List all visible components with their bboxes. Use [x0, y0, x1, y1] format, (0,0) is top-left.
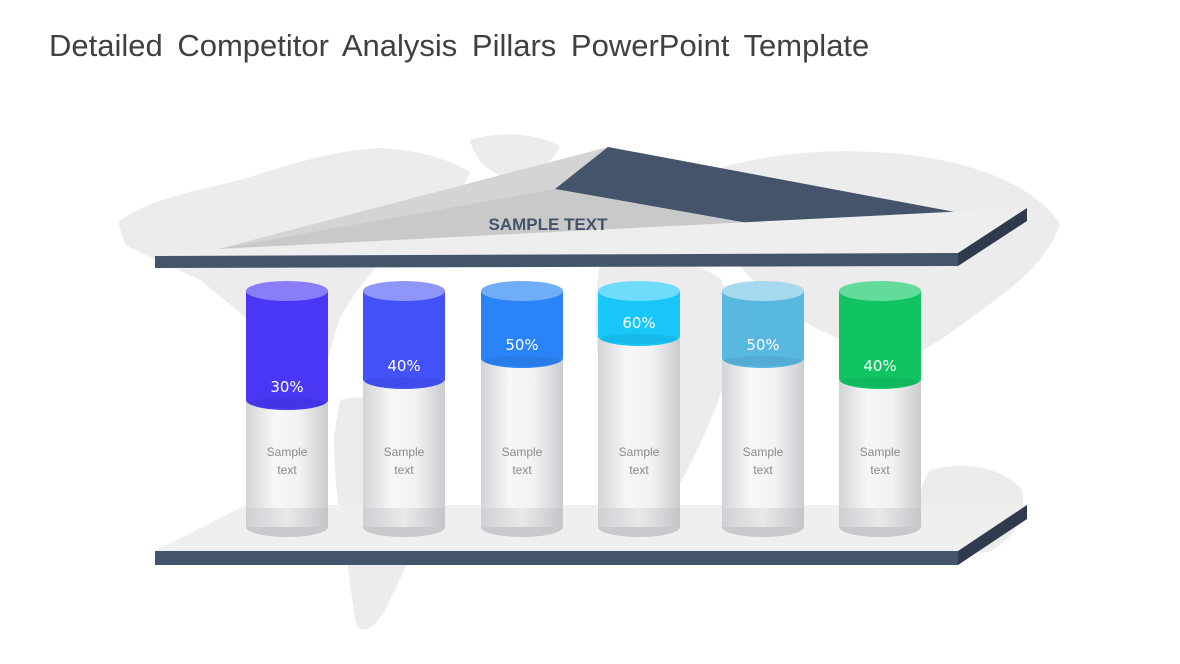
pillar-cap-shadow — [724, 356, 802, 366]
pillar-level-fill-bottom — [598, 326, 680, 346]
pillar-base-band — [598, 508, 680, 527]
pillar-caption-line2: text — [629, 463, 649, 477]
pillar-base-band — [363, 508, 445, 527]
roof-slab-side — [958, 208, 1027, 266]
pillar-4: 60% Sample text — [598, 281, 680, 537]
pillar-3: 50% Sample text — [481, 281, 563, 537]
roof-slab-front — [155, 253, 958, 268]
pillar-base-band — [481, 508, 563, 527]
pillar-level-fill-bottom — [246, 390, 328, 410]
pillar-body — [722, 358, 804, 527]
pillar-cap-shadow — [248, 398, 326, 408]
pillar-level-fill — [722, 291, 804, 358]
pillar-caption-line2: text — [512, 463, 532, 477]
base-platform — [155, 505, 1027, 565]
pillar-base-band — [839, 508, 921, 527]
pillar-percent-label: 30% — [270, 378, 303, 396]
pillars-group: 30%Sampletext40%Sampletext50%Sampletext6… — [246, 281, 921, 537]
pillar-cap-top — [839, 281, 921, 301]
pillar-caption-line2: text — [394, 463, 414, 477]
page-title: Detailed Competitor Analysis Pillars Pow… — [49, 28, 870, 63]
pillar-cap-top — [722, 281, 804, 301]
pillar-cap-top — [246, 281, 328, 301]
pillar-level-fill-bottom — [722, 348, 804, 368]
pillar-body — [363, 379, 445, 527]
pillar-level-fill — [481, 291, 563, 358]
pillar-caption-line1: Sample — [502, 445, 543, 459]
pillar-level-fill — [363, 291, 445, 379]
pillar-level-fill-bottom — [839, 369, 921, 389]
pillar-percent-label: 50% — [746, 336, 779, 354]
pillar-6: 40% Sample text — [839, 281, 921, 537]
pillar-level-fill — [246, 291, 328, 400]
roof-label: SAMPLE TEXT — [488, 215, 608, 234]
pillar-base-band — [722, 508, 804, 527]
pillar-5: 50% Sample text — [722, 281, 804, 537]
platform-side — [958, 505, 1027, 565]
pillar-level-fill-bottom — [481, 348, 563, 368]
pillar-cap-top — [363, 281, 445, 301]
pillar-body — [839, 379, 921, 527]
pillar-cap-shadow — [483, 356, 561, 366]
pillar-2: 40% Sample text — [363, 281, 445, 537]
pillar-level-fill — [839, 291, 921, 379]
pillar-percent-label: 40% — [863, 357, 896, 375]
pillar-body — [246, 400, 328, 527]
pillar-level-fill-bottom — [363, 369, 445, 389]
pillar-cap-shadow — [841, 377, 919, 387]
pillar-body — [598, 336, 680, 527]
pillar-percent-label: 60% — [622, 314, 655, 332]
platform-front — [155, 551, 958, 565]
pillar-1: 30% Sample text — [246, 281, 328, 537]
pillar-caption-line1: Sample — [267, 445, 308, 459]
pillar-caption-line1: Sample — [860, 445, 901, 459]
pillar-cap-top — [481, 281, 563, 301]
pillar-body — [481, 358, 563, 527]
pillar-caption-line1: Sample — [619, 445, 660, 459]
pillar-caption-line1: Sample — [384, 445, 425, 459]
pillar-caption-line2: text — [870, 463, 890, 477]
pillar-cap-top — [598, 281, 680, 301]
pillar-cap-shadow — [365, 377, 443, 387]
pillar-caption-line2: text — [753, 463, 773, 477]
roof-slab-top — [155, 208, 1027, 256]
pillar-base-band — [246, 508, 328, 527]
pillar-caption-line2: text — [277, 463, 297, 477]
roof: SAMPLE TEXT — [155, 147, 1027, 268]
pillar-caption-line1: Sample — [743, 445, 784, 459]
pillar-percent-label: 50% — [505, 336, 538, 354]
pillar-cap-shadow — [600, 334, 678, 344]
pillar-percent-label: 40% — [387, 357, 420, 375]
